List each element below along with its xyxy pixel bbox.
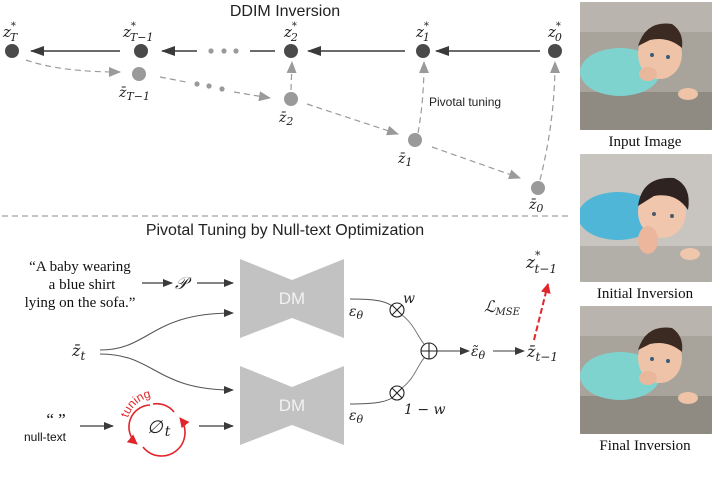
output-latent-label: z̄t−1 [526,342,558,364]
null-text-optimization-title: Pivotal Tuning by Null-text Optimization [146,222,424,239]
prompt-line-2: a blue shirt [49,277,116,293]
pivotal-tuning-label: Pivotal tuning [429,95,501,109]
initial-inversion-image [580,154,712,282]
ellipsis-dot [219,86,225,92]
label-z-star-2: z*2 [283,21,298,44]
latent-zt: z̄t [71,341,85,363]
label-z-bar-1: z̄1 [397,151,412,169]
ddim-inversion-title: DDIM Inversion [230,3,340,20]
dm-label-top: DM [279,289,305,308]
wire-eps-bottom-to-mult [349,397,393,405]
null-text-quotes: “ ” [46,410,65,429]
dm-block-conditional [240,259,344,338]
node-z-bar-T-1 [132,67,146,81]
multiply-icon [391,304,403,316]
dashed-segment [159,76,187,83]
node-z-bar-2 [284,92,298,106]
node-z-star-T [5,44,19,58]
pivot-arrow-zbar1-to-z1 [417,61,429,134]
node-z-bar-1 [408,133,422,147]
label-z-bar-0: z̄0 [528,197,543,215]
eps-label-bottom: εθ [349,408,364,426]
label-z-star-T-1: z*T−1 [122,21,153,44]
caption-input-image: Input Image [608,134,682,150]
node-z-bar-0 [531,181,545,195]
weight-w-label: w [403,291,415,307]
node-z-star-0 [548,44,562,58]
eps-label-top: εθ [349,304,364,322]
curve-zt-to-DM-bottom [99,353,234,394]
dashed-arrow-zT-to-zbarT-1 [25,59,121,77]
dashed-arrow-zbar1-to-zbar0 [431,146,521,180]
target-latent-label: z*t−1 [525,249,557,276]
tuning-cycle-arc-top [152,402,175,413]
tuning-cycle-arrow-right [142,417,190,457]
dashed-arrow-to-zbar2 [233,91,271,102]
combined-eps-label: ε̃θ [471,344,486,362]
label-z-star-1: z*1 [415,21,430,44]
curve-zt-to-DM-top [99,309,234,351]
tuning-cycle-arrow-left [126,404,151,445]
label-z-bar-T-1: z̄T−1 [118,85,150,103]
dm-label-bottom: DM [279,396,305,415]
wire-mult-bottom-to-sum [401,356,426,389]
label-z-bar-2: z̄2 [278,110,293,128]
prompt-line-1: “A baby wearing [29,259,131,275]
dashed-arrow-zbar2-to-zbar1 [306,103,399,136]
caption-final-inversion: Final Inversion [599,438,691,454]
prompt-line-3: lying on the sofa.” [25,295,136,311]
dm-block-unconditional [240,366,344,445]
caption-initial-inversion: Initial Inversion [596,286,694,302]
ellipsis-dot [194,81,200,87]
weight-1-minus-w-label: 1 − w [404,402,446,418]
node-z-star-T-1 [134,44,148,58]
ellipsis-dot [233,48,239,54]
ellipsis-dot [208,48,214,54]
tuning-label: tuning [118,386,152,419]
loss-arrow [533,283,551,341]
node-z-star-2 [284,44,298,58]
ellipsis-dot [206,83,212,89]
null-text-label: null-text [24,430,67,444]
loss-label: ℒMSE [484,297,521,318]
ellipsis-dot [221,48,227,54]
prompt-embedding-symbol: 𝒫 [175,274,192,294]
final-inversion-image [580,306,712,434]
null-embedding-symbol: ∅t [147,417,171,440]
wire-mult-top-to-sum [401,314,426,346]
multiply-icon [391,387,403,399]
input-image [580,2,712,130]
label-z-star-0: z*0 [547,21,562,44]
wire-eps-top-to-mult [349,298,393,307]
plus-icon [421,343,437,359]
pivot-arrow-zbar0-to-z0 [539,61,560,181]
pivot-arrow-zbar2-to-z2 [286,61,297,91]
node-z-star-1 [416,44,430,58]
label-z-star-T: z*T [2,21,19,44]
